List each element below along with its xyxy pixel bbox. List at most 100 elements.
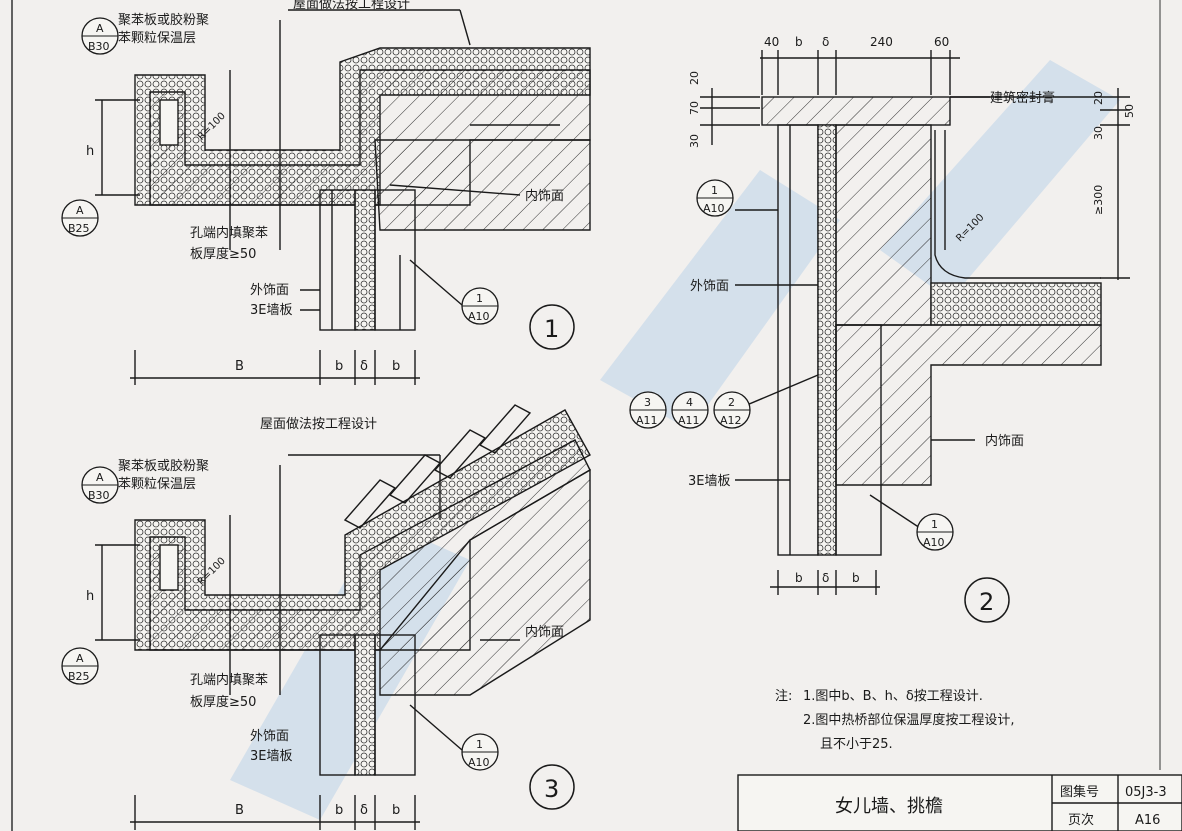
wall-insulation (354, 189, 376, 331)
svg-text:1: 1 (544, 315, 559, 343)
hole-label-line2-3: 板厚度≥50 (190, 694, 256, 710)
interior-label-2: 内饰面 (985, 433, 1024, 449)
svg-text:2: 2 (728, 396, 735, 409)
h-label-3: h (86, 589, 94, 604)
ref-bubble-b30-d3: A B30 (81, 466, 119, 504)
dim-b-top: b (795, 35, 803, 49)
note-line-3: 且不小于25. (820, 737, 893, 752)
detail-3-labels: 聚苯板或胶粉聚 苯颗粒保温层 屋面做法按工程设计 R=100 h 孔端内填聚苯 … (86, 417, 564, 818)
detail-number-1: 1 (529, 304, 575, 350)
ref-bubble-a10-d1: 1 A10 (461, 287, 499, 325)
svg-text:A: A (96, 22, 104, 35)
detail-1 (95, 9, 591, 385)
roof-label: 屋面做法按工程设计 (293, 0, 410, 12)
dim-b: b (335, 359, 343, 374)
roof-label-3: 屋面做法按工程设计 (260, 417, 377, 432)
svg-text:B30: B30 (88, 489, 110, 502)
svg-text:A: A (96, 471, 104, 484)
svg-text:A11: A11 (636, 414, 658, 427)
dim-delta-3: δ (360, 803, 368, 818)
dim-b2-bottom: b (852, 571, 860, 585)
exterior-label: 外饰面 (250, 283, 289, 298)
wall-panel-left (319, 189, 356, 331)
atlas-label: 图集号 (1060, 784, 1099, 800)
interior-label: 内饰面 (525, 188, 564, 204)
detail-number-2: 2 (964, 577, 1010, 623)
note-line-2: 2.图中热桥部位保温厚度按工程设计, (803, 712, 1015, 728)
notes: 注: 1.图中b、B、h、δ按工程设计. 2.图中热桥部位保温厚度按工程设计, … (775, 689, 1015, 752)
dim-delta: δ (360, 359, 368, 374)
wall-label-3: 3E墙板 (250, 749, 293, 764)
svg-text:B25: B25 (68, 222, 90, 235)
sealant-label: 建筑密封膏 (990, 90, 1055, 106)
dim-right-30: 30 (1092, 126, 1105, 140)
dim-40: 40 (764, 35, 779, 49)
dim-delta-top: δ (822, 35, 829, 49)
svg-text:A10: A10 (468, 756, 490, 769)
wall-insulation-2 (817, 124, 837, 556)
title-block-text: 女儿墙、挑檐 图集号 05J3-3 页次 A16 (835, 784, 1167, 828)
ref-bubble-b25-d3: A B25 (61, 647, 99, 685)
atlas-value: 05J3-3 (1125, 785, 1167, 800)
wall-insulation-3 (354, 634, 376, 776)
dim-240: 240 (870, 35, 893, 49)
page-label: 页次 (1068, 812, 1094, 828)
svg-text:1: 1 (931, 518, 938, 531)
svg-text:1: 1 (711, 184, 718, 197)
dim-right-50: 50 (1123, 104, 1136, 118)
ref-bubble-b30-d1: A B30 (81, 17, 119, 55)
svg-text:1: 1 (476, 738, 483, 751)
svg-text:A: A (76, 204, 84, 217)
dim-left-30: 30 (688, 134, 701, 148)
ref-bubble-a10-bottom-d2: 1 A10 (916, 513, 954, 551)
svg-text:A10: A10 (468, 310, 490, 323)
note-line-1: 1.图中b、B、h、δ按工程设计. (803, 689, 983, 704)
insulation-label-line1: 聚苯板或胶粉聚 (118, 12, 209, 28)
dim-b2: b (392, 359, 400, 374)
svg-text:A12: A12 (720, 414, 742, 427)
dim-B-3: B (235, 803, 244, 818)
hole-label-line1: 孔端内填聚苯 (190, 225, 268, 241)
insulation-label-line2: 苯颗粒保温层 (118, 31, 196, 46)
dim-left-70: 70 (688, 101, 701, 115)
svg-text:A11: A11 (678, 414, 700, 427)
hole-label-line2: 板厚度≥50 (190, 246, 256, 262)
svg-text:B25: B25 (68, 670, 90, 683)
roof-slab (374, 139, 591, 231)
dim-60: 60 (934, 35, 949, 49)
detail-number-3: 3 (529, 764, 575, 810)
dim-left-20: 20 (688, 71, 701, 85)
svg-text:3: 3 (644, 396, 651, 409)
ref-bubble-b25-d1: A B25 (61, 199, 99, 237)
dim-b-bottom: b (795, 571, 803, 585)
detail-2 (700, 50, 1130, 595)
wall-label: 3E墙板 (250, 303, 293, 318)
hole-label-line1-3: 孔端内填聚苯 (190, 672, 268, 688)
wall-label-2: 3E墙板 (688, 474, 731, 489)
roof-slab-2 (835, 324, 1102, 486)
dim-b-3: b (335, 803, 343, 818)
dim-delta-bottom: δ (822, 571, 829, 585)
ref-bubble-a10-top-d2: 1 A10 (696, 179, 734, 217)
svg-text:4: 4 (686, 396, 693, 409)
sheet-border (11, 0, 1161, 831)
interior-label-3: 内饰面 (525, 624, 564, 640)
ref-bubble-group-d2: 3 A11 4 A11 2 A12 (629, 391, 751, 429)
exterior-label-2: 外饰面 (690, 279, 729, 294)
page-value: A16 (1135, 813, 1160, 828)
detail-2-labels: 40 b δ 240 60 20 70 30 20 50 30 ≥300 建筑密… (688, 35, 1136, 585)
detail-1-labels: 聚苯板或胶粉聚 苯颗粒保温层 屋面做法按工程设计 R=100 h 孔端内填聚苯 … (86, 0, 564, 374)
dim-right-300: ≥300 (1092, 185, 1105, 215)
h-label: h (86, 144, 94, 159)
svg-text:A10: A10 (703, 202, 725, 215)
ref-bubble-a10-d3: 1 A10 (461, 733, 499, 771)
notes-lead: 注: (775, 689, 792, 704)
dim-right-20: 20 (1092, 91, 1105, 105)
drawing-title: 女儿墙、挑檐 (835, 796, 943, 817)
svg-text:A: A (76, 652, 84, 665)
svg-text:3: 3 (544, 775, 559, 803)
svg-text:1: 1 (476, 292, 483, 305)
dim-B: B (235, 359, 244, 374)
